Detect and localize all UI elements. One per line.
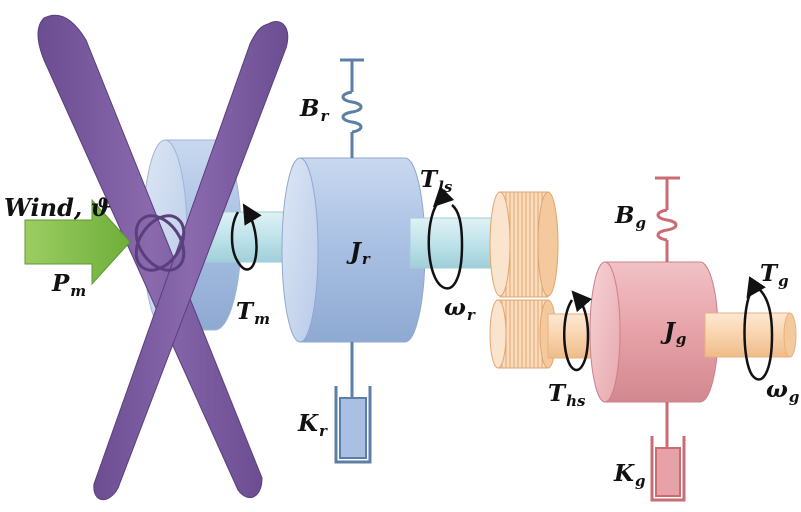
label-jg: Jg xyxy=(664,318,687,348)
label-ths: Ths xyxy=(548,380,586,410)
label-tg: Tg xyxy=(760,260,789,290)
label-pm: Pm xyxy=(52,270,87,300)
rotor-inertia-jr xyxy=(281,157,426,343)
turbine-blades xyxy=(37,14,289,500)
tm-arrow xyxy=(230,203,262,271)
generator-shaft xyxy=(704,312,797,358)
generator-damper-bg xyxy=(655,176,680,262)
rotation-arrows xyxy=(230,185,774,381)
tg-arrow xyxy=(743,276,774,381)
label-tm: Tm xyxy=(236,298,270,328)
label-kg: Kg xyxy=(614,460,646,490)
ths-arrow xyxy=(562,290,593,372)
label-wg: ωg xyxy=(766,376,800,406)
label-wind: Wind, ϑ xyxy=(4,193,111,222)
tls-arrow xyxy=(427,185,464,290)
label-kr: Kr xyxy=(298,410,327,440)
wind-arrow xyxy=(24,198,131,286)
label-br: Br xyxy=(300,95,329,125)
generator-spring-kg xyxy=(650,402,686,502)
rotor-spring-kr xyxy=(334,342,372,464)
label-wr: ωr xyxy=(444,294,475,324)
label-bg: Bg xyxy=(615,202,646,232)
label-jr: Jr xyxy=(350,238,370,268)
label-tls: Tls xyxy=(420,166,453,196)
rotor-damper-br xyxy=(340,58,364,158)
generator-inertia-jg xyxy=(589,261,719,403)
